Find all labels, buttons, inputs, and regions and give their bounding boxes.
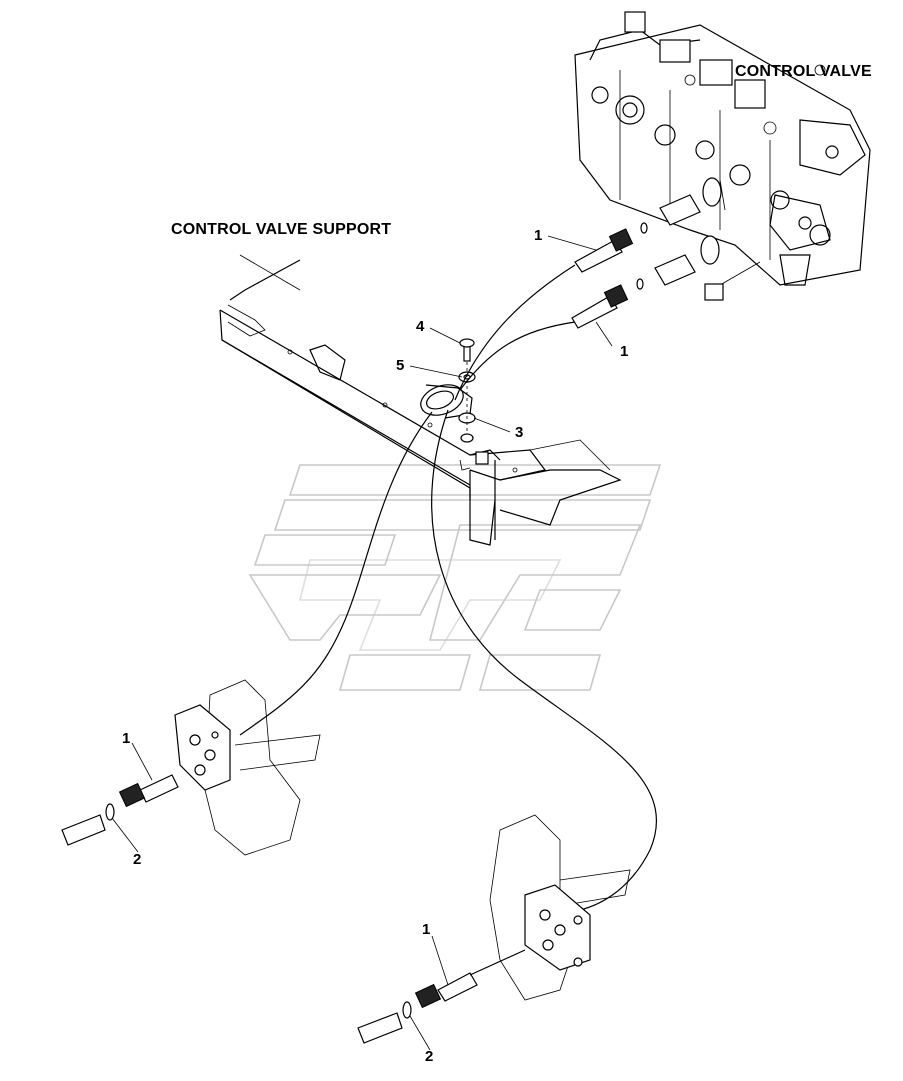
callout-4: 4 <box>416 318 425 335</box>
control-valve-support-label: CONTROL VALVE SUPPORT <box>171 221 392 238</box>
hose-clamp-assembly <box>420 338 476 443</box>
callout-1-left: 1 <box>122 730 131 747</box>
callout-5: 5 <box>396 357 405 374</box>
left-frame-assembly <box>61 679 321 856</box>
watermark-logo <box>248 464 662 691</box>
valve-fittings <box>636 177 761 301</box>
callout-2-left: 2 <box>133 851 142 868</box>
callout-1-top: 1 <box>534 227 543 244</box>
bottom-frame-assembly <box>357 814 631 1044</box>
control-valve <box>574 11 871 286</box>
control-valve-support <box>219 254 622 546</box>
hose-lines <box>239 264 657 911</box>
callout-1-bottom: 1 <box>422 921 431 938</box>
callout-2-bottom: 2 <box>425 1048 434 1065</box>
upper-hose-connectors <box>571 228 634 329</box>
leader-lines <box>111 235 613 1051</box>
callout-1-mid: 1 <box>620 343 629 360</box>
control-valve-label: CONTROL VALVE <box>735 63 872 80</box>
callout-3: 3 <box>515 424 524 441</box>
